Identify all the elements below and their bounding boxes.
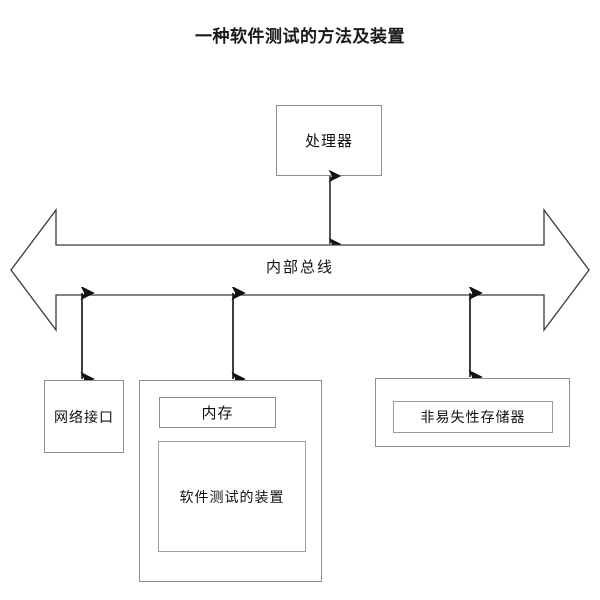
connector-bus-to-network-interface (80, 287, 95, 385)
connector-bus-to-memory (231, 287, 246, 385)
nonvolatile-storage-label: 非易失性存储器 (420, 411, 526, 426)
connector-processor-to-bus (328, 170, 342, 250)
nonvolatile-storage-outer-box: 非易失性存储器 (375, 378, 570, 447)
page-title: 一种软件测试的方法及装置 (195, 27, 405, 46)
internal-bus-label: 内部总线 (265, 260, 334, 276)
memory-label: 内存 (201, 406, 234, 422)
memory-box: 内存 (159, 397, 276, 428)
memory-container-box: 内存 软件测试的装置 (139, 380, 322, 582)
network-interface-label: 网络接口 (54, 410, 114, 426)
software-test-apparatus-box: 软件测试的装置 (158, 441, 306, 552)
connector-bus-to-nonvolatile-storage (468, 287, 483, 383)
processor-label: 处理器 (304, 134, 353, 150)
software-test-apparatus-label: 软件测试的装置 (179, 490, 285, 506)
nonvolatile-storage-box: 非易失性存储器 (393, 401, 553, 433)
internal-bus-arrow (10, 208, 590, 332)
network-interface-box: 网络接口 (44, 380, 124, 453)
processor-box: 处理器 (276, 105, 382, 176)
